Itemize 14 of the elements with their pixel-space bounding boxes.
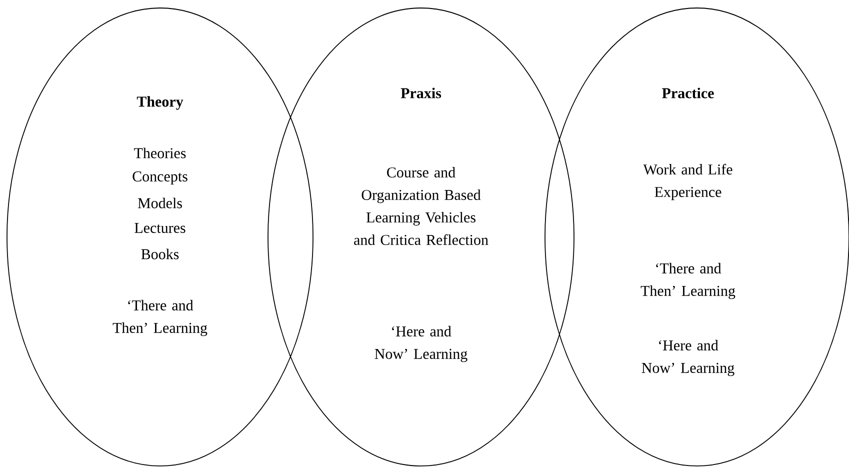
body-text: Course and Organization Based Learning Vehicles and Critica Reflection bbox=[354, 166, 488, 245]
body-text: Work and Life Experience bbox=[643, 164, 732, 200]
heading: Praxis bbox=[400, 88, 442, 98]
list-item: Models bbox=[138, 198, 182, 208]
list-item: Concepts bbox=[132, 171, 188, 185]
list-item: Theories bbox=[134, 148, 186, 158]
body-text: ‘There and Then’ Learning bbox=[112, 300, 208, 336]
list-item: Books bbox=[141, 248, 179, 260]
body-text: ‘There and Then’ Learning bbox=[640, 262, 736, 300]
list-item: Lectures bbox=[134, 223, 186, 233]
body-text: ‘Here and Now’ Learning bbox=[374, 326, 468, 362]
body-text: ‘Here and Now’ Learning bbox=[642, 340, 734, 376]
heading: Theory bbox=[136, 96, 184, 110]
heading: Practice bbox=[662, 88, 714, 98]
